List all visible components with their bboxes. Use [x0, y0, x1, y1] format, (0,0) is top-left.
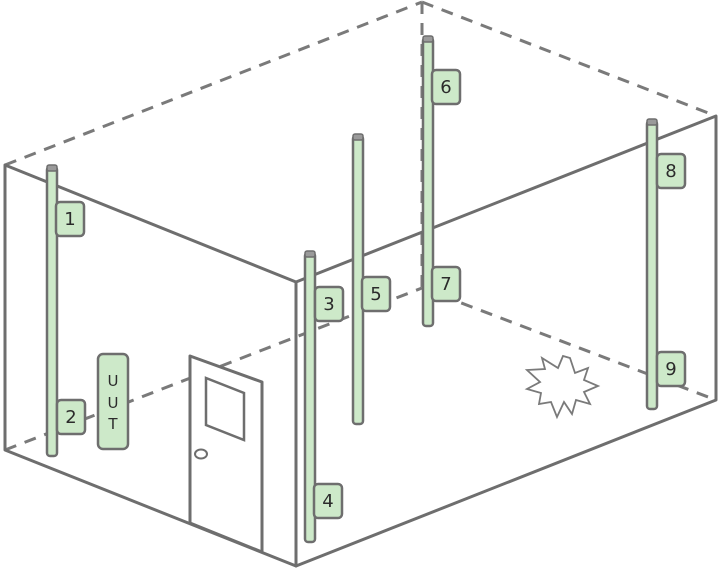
- door-window: [204, 376, 246, 442]
- antenna-tag-5-box: [360, 275, 392, 313]
- antenna-tag-7: 7: [430, 265, 462, 303]
- door-icon: [188, 354, 264, 554]
- antenna-tag-9-label: 9: [665, 359, 676, 380]
- antenna-tag-1-label: 1: [64, 209, 75, 230]
- antenna-pole-b-cap: [304, 250, 316, 258]
- antenna-tag-2-box: [55, 398, 87, 436]
- uut-letter-3: T: [107, 415, 118, 433]
- antenna-tag-9-box: [655, 350, 687, 388]
- antenna-poles: [45, 35, 659, 544]
- antenna-pole-d-cap: [422, 35, 434, 43]
- antenna-tag-6-box: [430, 68, 462, 106]
- antenna-pole-e-cap: [646, 118, 658, 126]
- antenna-pole-c-cap: [352, 133, 364, 141]
- antenna-pole-e-body: [645, 119, 659, 411]
- antenna-tag-8-box: [655, 152, 687, 190]
- antenna-tag-2-label: 2: [65, 407, 76, 428]
- antenna-tag-2: 2: [55, 398, 87, 436]
- ceiling-edge-left: [4, 0, 423, 167]
- antenna-tag-6: 6: [430, 68, 462, 106]
- antenna-pole-d: [421, 35, 435, 328]
- antenna-tag-4-box: [312, 482, 344, 520]
- right-wall: [294, 114, 718, 568]
- antenna-tag-9: 9: [655, 350, 687, 388]
- antenna-tag-3-box: [313, 285, 345, 323]
- antenna-tag-6-label: 6: [440, 77, 451, 98]
- antenna-tag-5: 5: [360, 275, 392, 313]
- antenna-tag-8-label: 8: [665, 161, 676, 182]
- antenna-tag-4: 4: [312, 482, 344, 520]
- antenna-pole-b: [303, 250, 317, 544]
- antenna-tag-7-box: [430, 265, 462, 303]
- antenna-tag-3: 3: [313, 285, 345, 323]
- ceiling-edge-right: [421, 0, 717, 118]
- starburst-icon: [524, 354, 601, 420]
- antenna-tag-3-label: 3: [323, 294, 334, 315]
- unit-under-test: U U T: [96, 352, 130, 451]
- antenna-pole-e: [645, 118, 659, 411]
- antenna-tags: 1 2 3 4 5 6 7 8: [54, 68, 687, 520]
- door-knob: [194, 448, 208, 460]
- uut-letter-1: U: [108, 372, 119, 390]
- antenna-tag-1: 1: [54, 200, 86, 238]
- antenna-pole-a: [45, 164, 59, 458]
- antenna-tag-1-box: [54, 200, 86, 238]
- antenna-tag-5-label: 5: [370, 284, 381, 305]
- antenna-tag-4-label: 4: [322, 491, 333, 512]
- antenna-pole-a-cap: [46, 164, 58, 172]
- uut-letter-2: U: [108, 394, 119, 412]
- antenna-tag-8: 8: [655, 152, 687, 190]
- uut-box: [96, 352, 130, 451]
- antenna-tag-7-label: 7: [440, 274, 451, 295]
- room-walls: [3, 114, 718, 568]
